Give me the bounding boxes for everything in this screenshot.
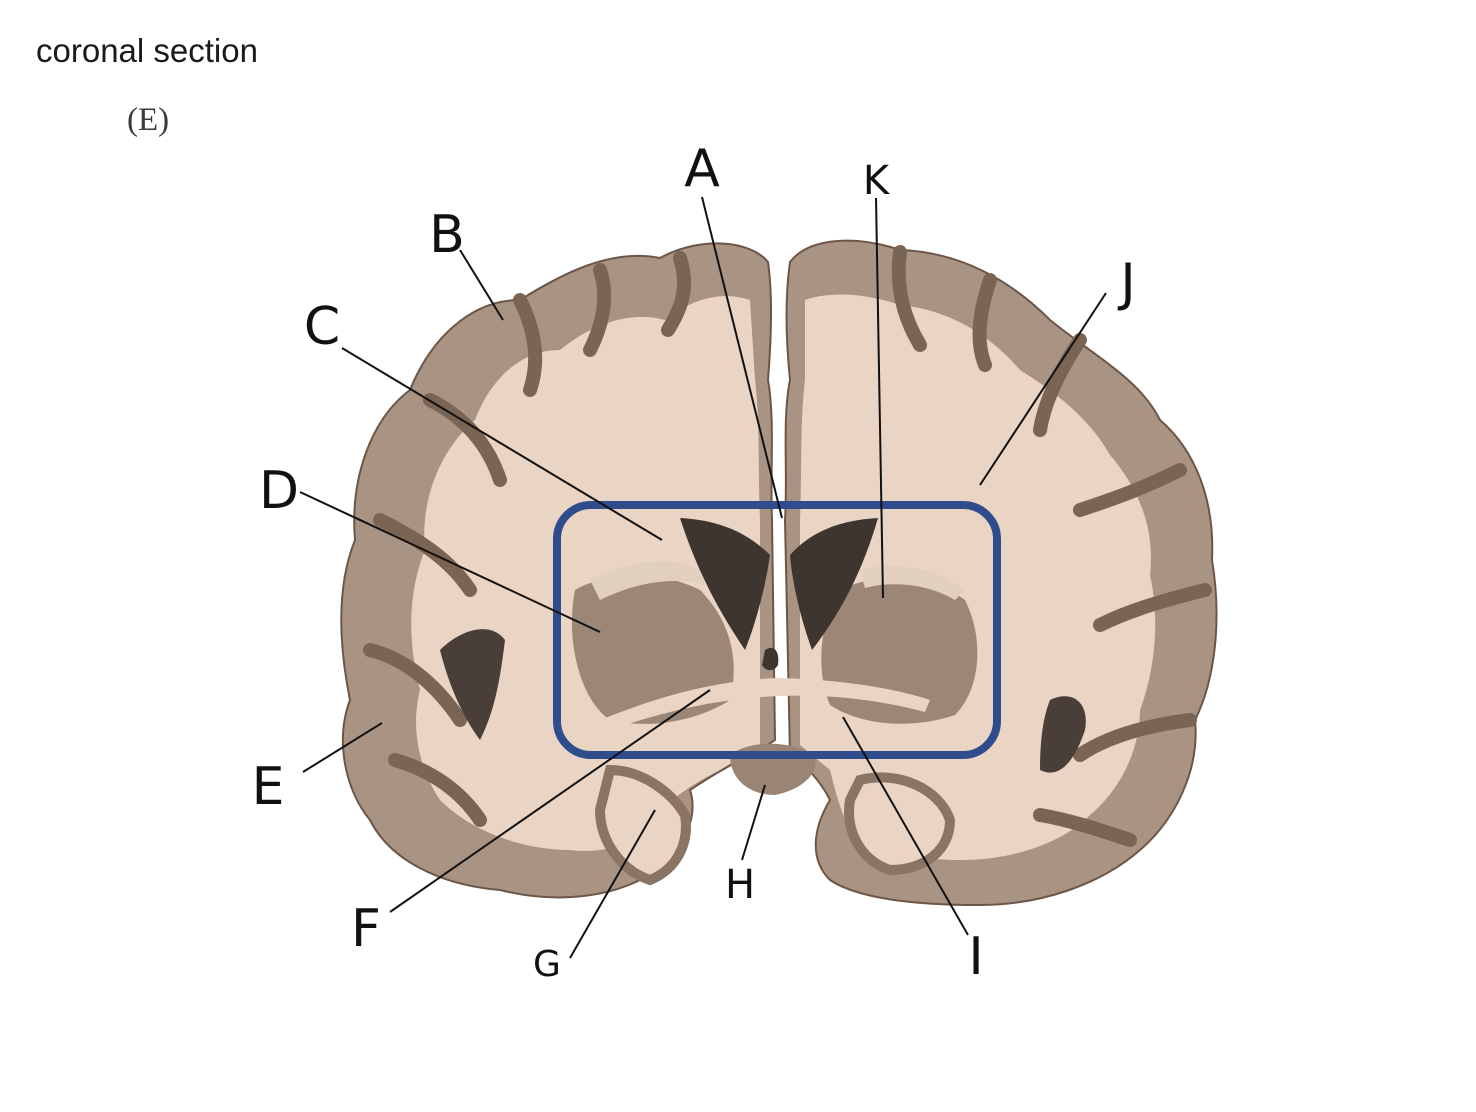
label-i: I bbox=[968, 927, 983, 987]
leader-line-h bbox=[742, 785, 765, 860]
label-k: K bbox=[863, 158, 891, 204]
right-temporal-lobe bbox=[849, 777, 950, 870]
label-h: H bbox=[725, 862, 755, 908]
label-c: C bbox=[304, 297, 340, 357]
label-f: F bbox=[351, 899, 381, 959]
label-j: J bbox=[1117, 253, 1135, 313]
label-d: D bbox=[259, 461, 299, 521]
label-a: A bbox=[684, 139, 720, 199]
label-g: G bbox=[533, 944, 561, 985]
label-e: E bbox=[252, 757, 285, 817]
label-b: B bbox=[429, 205, 465, 265]
